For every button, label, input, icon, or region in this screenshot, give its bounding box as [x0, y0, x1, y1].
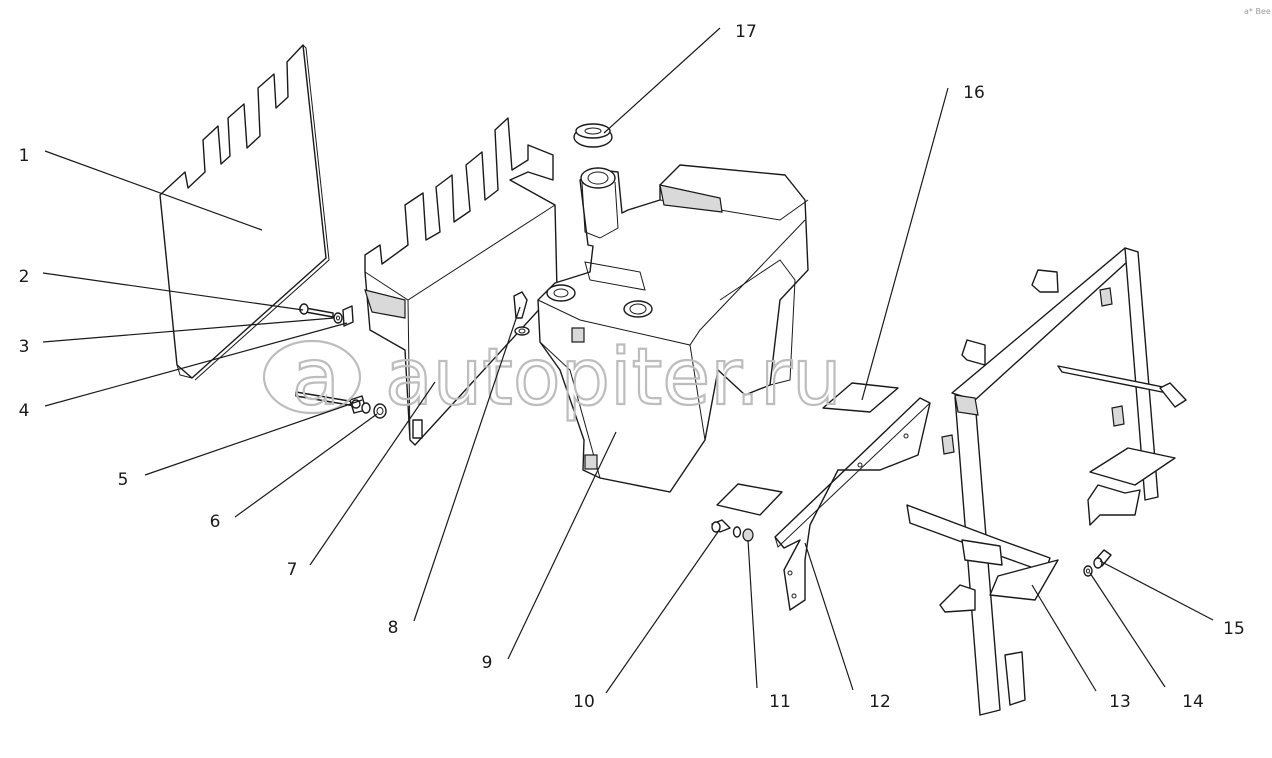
- watermark-text: autopiter.ru: [385, 333, 842, 423]
- bolt-15: [1093, 549, 1112, 569]
- callout-labels: 1 2 3 4 5 6 7 8 9 10 11 12 13 14 15 16 1…: [19, 22, 1245, 712]
- washer-3: [333, 312, 343, 324]
- leader-7: [309, 381, 436, 566]
- part-9-tank: [537, 164, 809, 493]
- leader-3: [42, 317, 335, 343]
- part-7-box-cover: [364, 117, 558, 446]
- callout-11: 11: [769, 692, 791, 712]
- callout-15: 15: [1223, 619, 1245, 639]
- leader-1: [44, 150, 263, 231]
- leader-4: [44, 322, 348, 407]
- leader-8: [413, 306, 521, 622]
- leader-2: [42, 272, 304, 311]
- leader-6: [234, 413, 378, 518]
- leader-15: [1099, 560, 1214, 621]
- leader-5: [144, 399, 363, 476]
- callout-12: 12: [869, 692, 891, 712]
- callout-7: 7: [287, 560, 298, 580]
- leader-lines: [42, 27, 1214, 694]
- watermark-glyph: a: [292, 333, 340, 423]
- leader-14: [1089, 572, 1166, 688]
- leader-13: [1031, 584, 1097, 692]
- leader-12: [804, 542, 854, 691]
- callout-10: 10: [573, 692, 595, 712]
- callout-1: 1: [19, 146, 30, 166]
- pad-lower: [716, 483, 783, 516]
- bolt-10: [711, 519, 731, 533]
- watermark: a autopiter.ru a* Bee: [262, 7, 1271, 424]
- callout-14: 14: [1182, 692, 1204, 712]
- fastener-bolt-2: [299, 303, 334, 318]
- part-12-bracket: [774, 397, 931, 611]
- part-13-frame: [906, 247, 1187, 716]
- leader-10: [605, 528, 721, 694]
- leader-16: [861, 87, 949, 401]
- bracket-4: [342, 305, 354, 327]
- part-17-cap: [573, 123, 613, 148]
- callout-5: 5: [118, 470, 129, 490]
- leader-17: [603, 27, 721, 134]
- callout-6: 6: [210, 512, 221, 532]
- watermark-logo-ring: [262, 339, 362, 415]
- nut-11: [732, 526, 754, 542]
- leader-11: [747, 539, 758, 689]
- callout-4: 4: [19, 401, 30, 421]
- callout-17: 17: [735, 22, 757, 42]
- callout-2: 2: [19, 267, 30, 287]
- callout-16: 16: [963, 83, 985, 103]
- leader-9: [507, 431, 617, 660]
- callout-13: 13: [1109, 692, 1131, 712]
- part-16-pad: [822, 382, 899, 413]
- callout-3: 3: [19, 337, 30, 357]
- part-1-shield-panel: [159, 44, 330, 381]
- bolt-8: [513, 291, 530, 336]
- watermark-corner-text: a* Bee: [1244, 7, 1271, 16]
- callout-9: 9: [482, 653, 493, 673]
- callout-8: 8: [388, 618, 399, 638]
